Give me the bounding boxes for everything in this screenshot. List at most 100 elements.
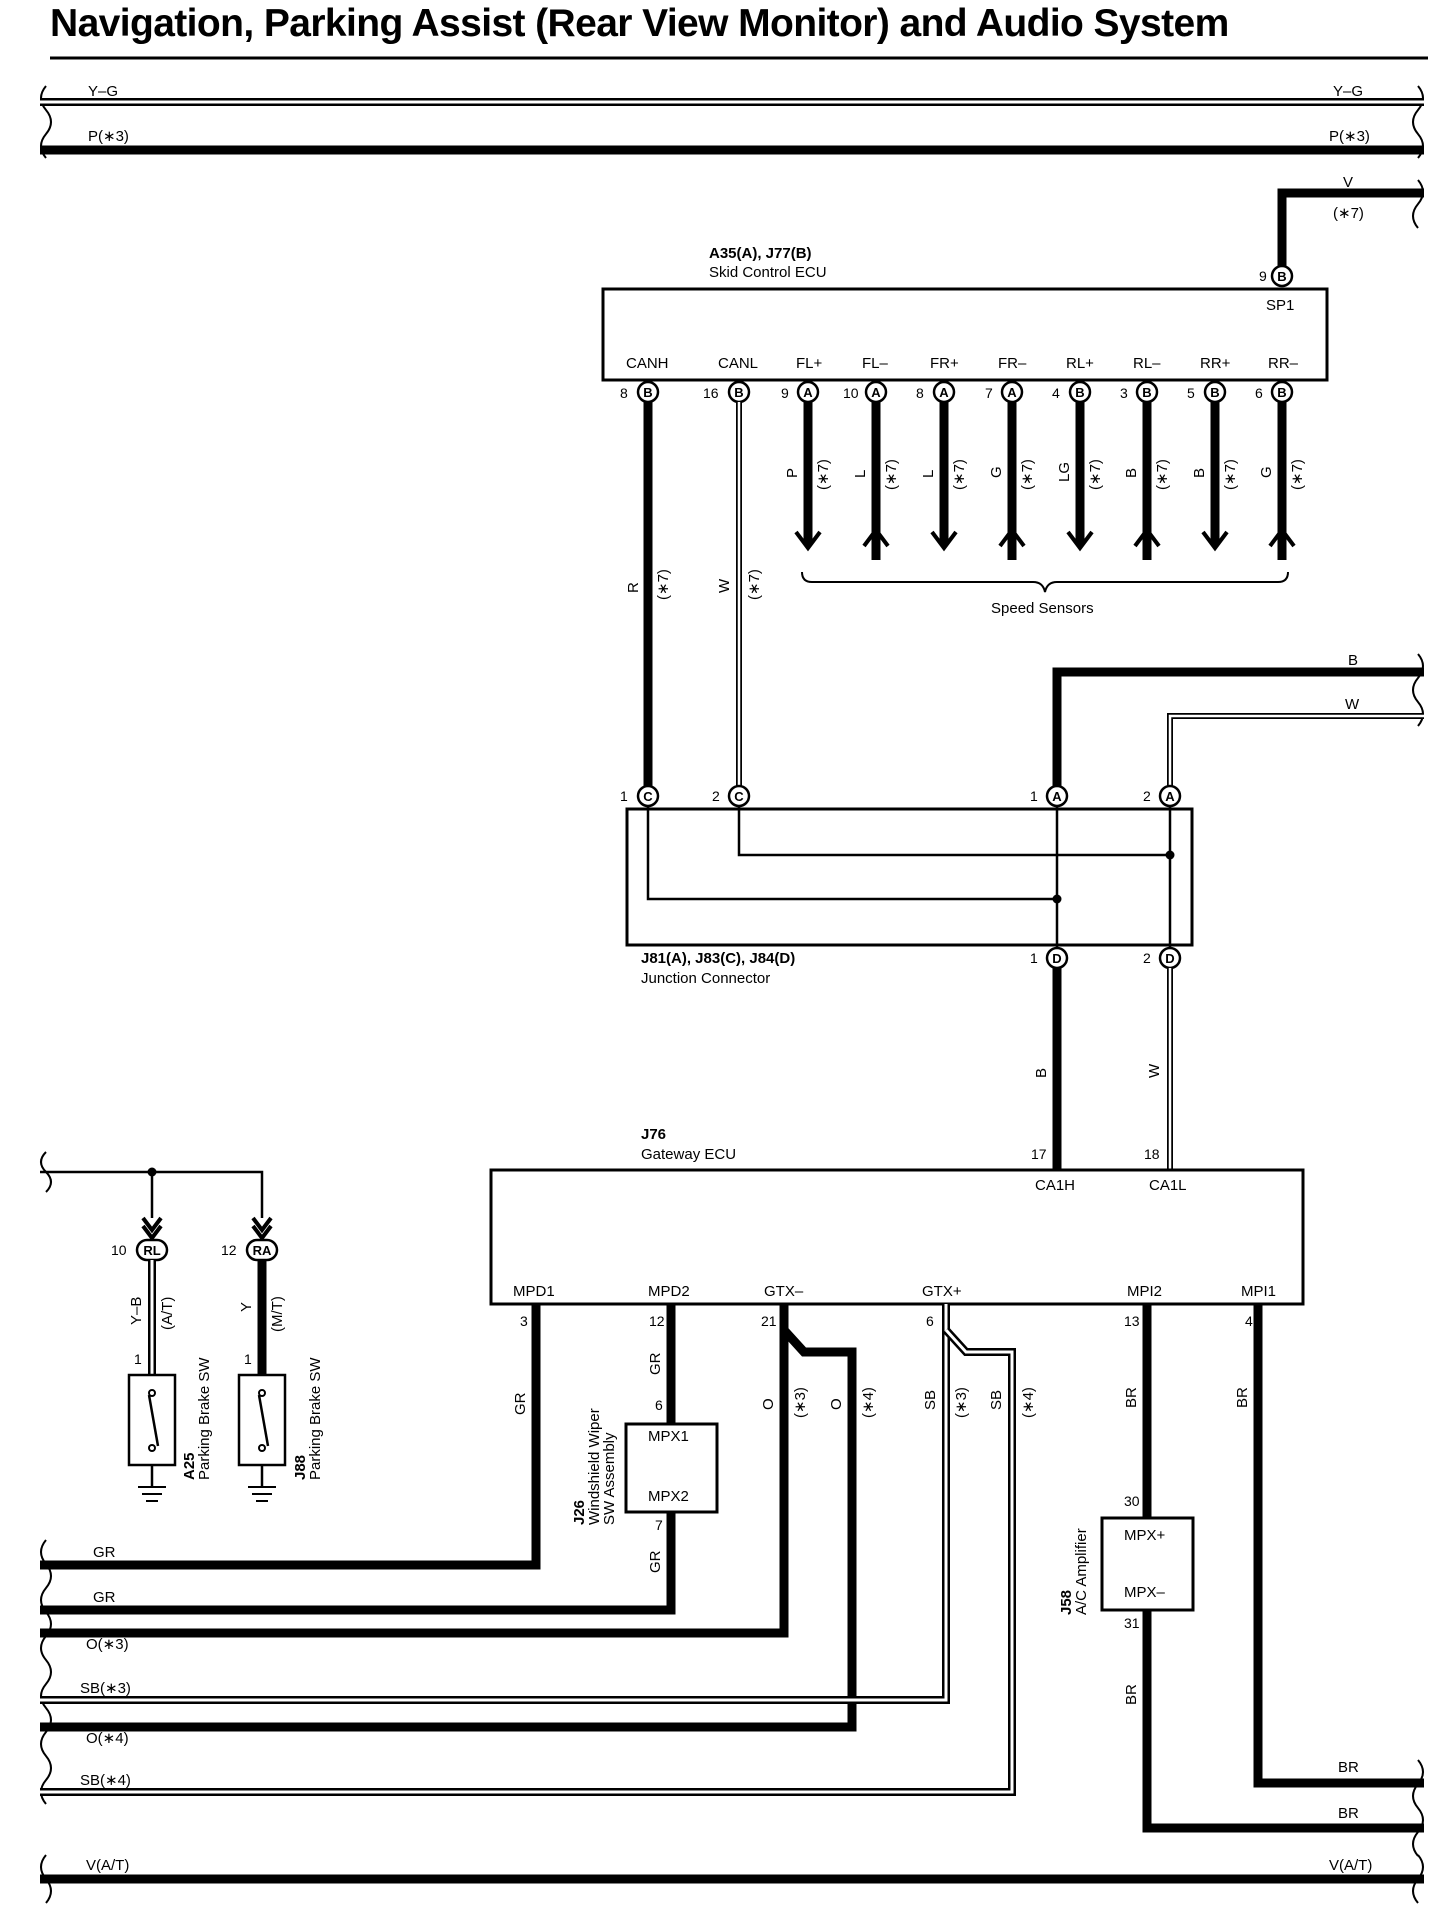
svg-text:(∗7): (∗7) [815, 459, 832, 490]
svg-text:RR–: RR– [1268, 355, 1299, 372]
skid-terminal-rl-plus: RL+ 4 B LG (∗7) [1052, 355, 1104, 552]
wire-label-y-b: Y–B [128, 1297, 145, 1325]
gateway-mpi1: MPI1 [1241, 1283, 1276, 1300]
svg-text:CANL: CANL [718, 355, 758, 372]
svg-text:(∗7): (∗7) [1087, 459, 1104, 490]
wiper-name-1: Windshield Wiper [586, 1408, 603, 1525]
wire-mpi1-br [1253, 1304, 1424, 1788]
wire-note-gtx-plus-sb4: (∗4) [1020, 1387, 1037, 1418]
parking-brake-switch-a25 [127, 1373, 177, 1502]
junction-top-pin-2a: 2 A [1143, 784, 1182, 808]
gateway-mpi2: MPI2 [1127, 1283, 1162, 1300]
skid-terminal-fr-plus: FR+ 8 A L (∗7) [916, 355, 968, 552]
skid-ecu-name: Skid Control ECU [709, 264, 827, 281]
wire-label-o4: O(∗4) [86, 1730, 129, 1747]
svg-text:CANH: CANH [626, 355, 669, 372]
svg-text:12: 12 [221, 1242, 237, 1258]
wire-label-p3-left: P(∗3) [88, 128, 129, 145]
svg-text:7: 7 [985, 385, 993, 401]
svg-text:D: D [1165, 951, 1174, 966]
wire-label-w-gateway: W [1146, 1063, 1163, 1078]
ac-pin-1: 30 [1124, 1493, 1140, 1509]
wire-gtx-minus-o4 [40, 1326, 857, 1732]
wire-label-canh: R [625, 582, 642, 593]
sp1-connector [1270, 264, 1294, 288]
wire-label-sb4: SB(∗4) [80, 1772, 131, 1789]
wire-label-b-gateway: B [1033, 1068, 1050, 1078]
wire-parking-brake-bus [40, 1170, 264, 1218]
svg-text:8: 8 [916, 385, 924, 401]
wire-note-gtx-minus-o3: (∗3) [792, 1387, 809, 1418]
svg-text:4: 4 [1052, 385, 1060, 401]
skid-terminal-fl-plus: FL+ 9 A P (∗7) [781, 355, 832, 552]
svg-text:RL+: RL+ [1066, 355, 1094, 372]
connector-arrow-rl [141, 1216, 163, 1242]
parking-brake-connector-rl: RL 10 [111, 1238, 169, 1262]
gateway-pin-mpd2: 12 [649, 1313, 665, 1329]
right-break-marks [1412, 85, 1424, 1904]
junction-splice-dot [1165, 850, 1175, 860]
svg-text:2: 2 [1143, 950, 1151, 966]
wire-note-v: (∗7) [1333, 205, 1364, 222]
gateway-pin-mpi2: 13 [1124, 1313, 1140, 1329]
svg-text:FL–: FL– [862, 355, 889, 372]
svg-text:6: 6 [1255, 385, 1263, 401]
wire-label-mpi1: BR [1234, 1387, 1251, 1408]
wire-label-mpd2: GR [647, 1352, 664, 1375]
skid-terminal-canh: CANH 8 B [620, 355, 669, 404]
junction-name: Junction Connector [641, 970, 770, 987]
wire-gtx-minus-o3 [40, 1304, 789, 1638]
wire-note-at: (A/T) [159, 1297, 176, 1330]
svg-text:D: D [1052, 951, 1061, 966]
gateway-mpd1: MPD1 [513, 1283, 555, 1300]
sp1-connector-letter: B [1277, 269, 1286, 284]
gateway-ca1h-pin: 17 [1031, 1146, 1047, 1162]
junction-connector-box [625, 807, 1194, 947]
gateway-pin-gtx-minus: 21 [761, 1313, 777, 1329]
svg-text:(∗7): (∗7) [1222, 459, 1239, 490]
wire-label-v: V [1343, 174, 1353, 191]
parking-brake-switch-j88 [237, 1373, 287, 1502]
wire-b-right [1052, 667, 1424, 786]
skid-terminal-rr-plus: RR+ 5 B B (∗7) [1187, 355, 1239, 552]
sp1-pin: 9 [1259, 268, 1267, 284]
parking-brake-connector-ra: RA 12 [221, 1238, 279, 1262]
ac-code: J58 [1058, 1590, 1075, 1615]
wire-note-canl: (∗7) [746, 569, 763, 600]
svg-text:B: B [1142, 385, 1151, 400]
gateway-pin-mpd1: 3 [520, 1313, 528, 1329]
svg-text:10: 10 [111, 1242, 127, 1258]
wire-w-right [1167, 713, 1424, 786]
junction-top-pin-1c: 1 C [620, 784, 660, 808]
svg-text:1: 1 [1030, 950, 1038, 966]
svg-text:A: A [939, 385, 949, 400]
svg-text:G: G [1258, 466, 1275, 478]
gateway-ca1h: CA1H [1035, 1177, 1075, 1194]
svg-text:(∗7): (∗7) [883, 459, 900, 490]
svg-text:FR–: FR– [998, 355, 1027, 372]
wire-label-y-g-right: Y–G [1333, 83, 1363, 100]
svg-text:C: C [734, 789, 744, 804]
skid-control-ecu-box [601, 287, 1329, 382]
wire-label-y: Y [238, 1302, 255, 1312]
wiper-pin-1: 6 [655, 1397, 663, 1413]
wire-label-sb3: SB(∗3) [80, 1680, 131, 1697]
speed-sensors-label: Speed Sensors [991, 600, 1094, 617]
splice-dot [147, 1167, 157, 1177]
skid-terminal-fr-minus: FR– 7 A G (∗7) [985, 355, 1036, 560]
connector-arrow-ra [251, 1216, 273, 1242]
ac-name: A/C Amplifier [1073, 1528, 1090, 1615]
wire-label-br-1: BR [1338, 1759, 1359, 1776]
wire-gtx-plus-sb4 [40, 1327, 1016, 1796]
wire-label-y-g-left: Y–G [88, 83, 118, 100]
svg-text:3: 3 [1120, 385, 1128, 401]
wiper-code: J26 [571, 1500, 588, 1525]
gateway-gtx-minus: GTX– [764, 1283, 804, 1300]
svg-text:(∗7): (∗7) [1289, 459, 1306, 490]
junction-code: J81(A), J83(C), J84(D) [641, 950, 795, 967]
ac-mpx-minus: MPX– [1124, 1584, 1166, 1601]
svg-text:5: 5 [1187, 385, 1195, 401]
wire-label-gtx-plus-sb3: SB [922, 1390, 939, 1410]
svg-text:B: B [1277, 385, 1286, 400]
